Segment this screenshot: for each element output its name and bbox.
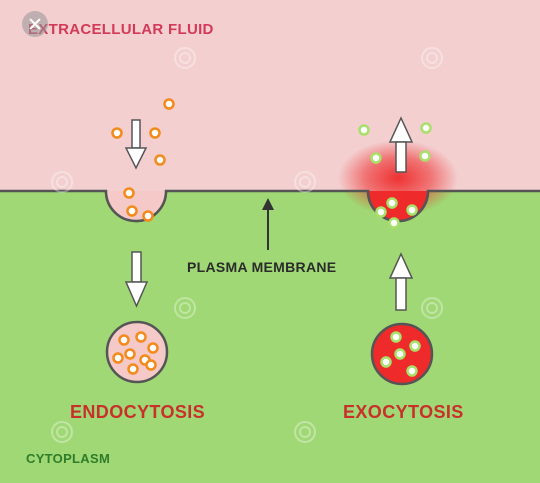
extracellular-fluid-label: EXTRACELLULAR FLUID [28,21,214,38]
plasma-membrane-label: PLASMA MEMBRANE [187,259,337,275]
exocytosis-arrow-up-2-icon [388,252,414,311]
exocytosis-particles-outside [358,122,432,164]
cytoplasm-label: CYTOPLASM [26,451,111,466]
spiral-watermark-icon [51,47,443,443]
exocytosis-label: EXOCYTOSIS [343,402,464,422]
close-icon[interactable] [22,11,48,37]
endocytosis-particles-outside [111,98,175,166]
endocytosis-pocket-particles [123,187,154,222]
exocytosis-pocket-particles [375,197,418,229]
secretory-vesicle-particles [380,331,421,377]
endocytic-vesicle-particles [112,331,159,375]
endocytosis-arrow-down-2-icon [124,251,149,308]
endocytosis-arrow-down-icon [124,119,148,170]
exocytosis-arrow-up-icon [388,116,414,173]
cytoplasm-region [0,191,540,483]
membrane-pointer-arrow-icon [262,198,274,250]
endocytosis-label: ENDOCYTOSIS [70,402,206,422]
